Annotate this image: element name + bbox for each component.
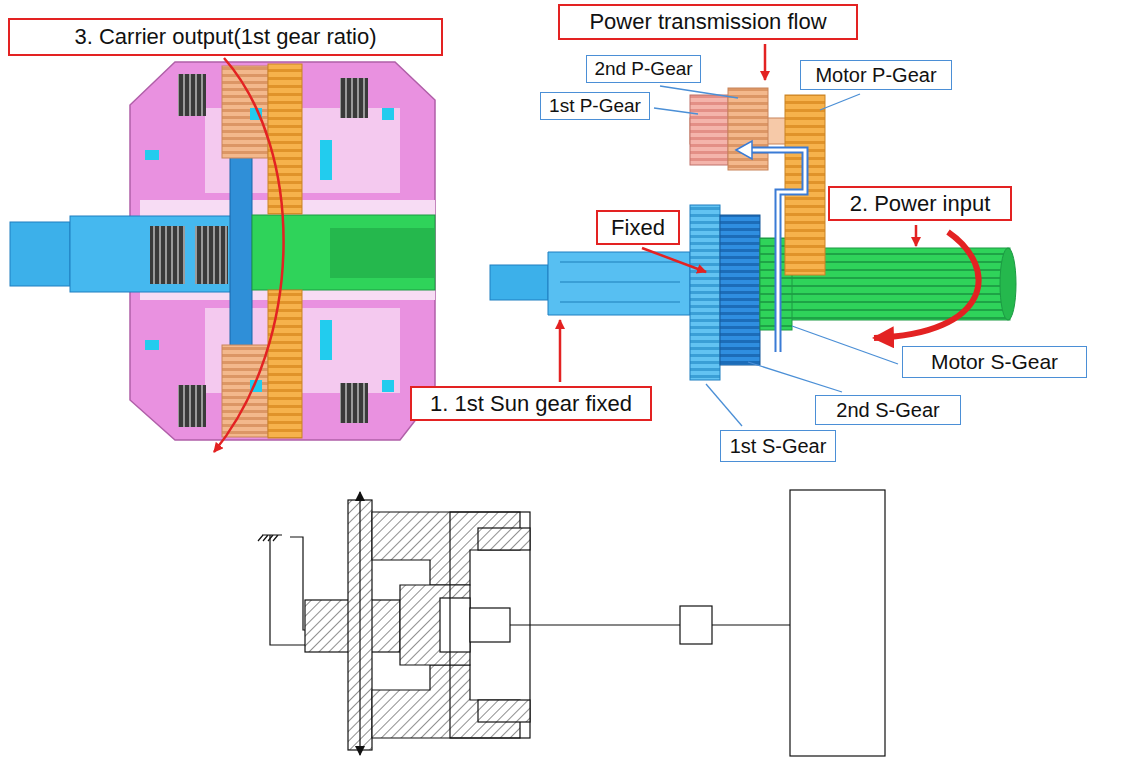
assembly-section-part [195,226,228,284]
schematic-section-part [440,598,470,652]
label-text: 1st S-Gear [730,435,827,458]
callout-box: 3. Carrier output(1st gear ratio) [8,18,443,56]
exploded-view-part [1000,248,1016,320]
exploded-view-part [560,262,680,302]
label-text: 1. 1st Sun gear fixed [430,391,632,416]
part-label-box: 1st P-Gear [540,92,650,120]
assembly-section-part [268,290,302,438]
assembly-section-part [145,150,159,160]
leader-lines-part [642,248,706,272]
schematic-section-part [478,700,530,722]
leader-lines-part [820,94,860,110]
exploded-view-part [736,141,752,159]
label-text: 2. Power input [850,191,991,216]
exploded-view-part [748,150,805,352]
label-text: 2nd S-Gear [836,399,939,422]
part-label-box: Motor P-Gear [800,60,952,90]
exploded-view-part [720,215,760,365]
assembly-section-part [70,216,235,292]
exploded-view-part [490,265,548,300]
assembly-section-part [150,226,185,284]
assembly-section-part [268,64,302,214]
exploded-view-part [548,252,690,315]
part-label-box: 2nd P-Gear [586,55,701,83]
leader-lines-part [706,384,742,426]
exploded-view-part [728,88,768,170]
schematic-section-part [510,624,790,625]
assembly-section-part [10,222,70,286]
part-label-box: Motor S-Gear [902,346,1087,378]
part-label-box: 2nd S-Gear [815,395,961,425]
schematic-section-part [478,528,530,550]
assembly-section [10,58,435,452]
assembly-section-part [320,320,332,360]
exploded-view-part [874,232,979,338]
label-text: 3. Carrier output(1st gear ratio) [74,24,376,49]
assembly-section-part [230,150,252,350]
part-label-box: 1st S-Gear [720,430,836,462]
label-text: 1st P-Gear [549,95,641,117]
leader-lines-part [915,225,918,246]
callout-box: Power transmission flow [558,4,858,40]
leader-lines-part [660,86,738,98]
assembly-section-part [145,340,159,350]
leader-lines-part [559,320,562,382]
assembly-section-part [222,66,268,158]
assembly-section-part [382,108,394,120]
assembly-section-part [252,215,435,290]
label-text: Power transmission flow [589,9,826,34]
assembly-section-part [214,58,284,452]
assembly-section-part [340,383,368,423]
schematic-section-part [680,606,712,644]
leader-lines-part [748,362,842,392]
assembly-section-part [320,140,332,180]
label-text: Motor P-Gear [815,64,936,87]
assembly-section-part [330,228,435,278]
schematic-section-part [470,608,510,642]
schematic-section-part [790,490,885,756]
schematic-section [258,490,885,756]
label-text: Fixed [611,215,665,240]
leader-lines-part [792,326,898,364]
assembly-section-part [340,78,368,118]
exploded-view-part [748,150,805,352]
assembly-section-part [178,385,206,427]
assembly-section-part [382,380,394,392]
label-text: Motor S-Gear [931,350,1058,374]
callout-box: 2. Power input [828,186,1012,221]
leader-lines-part [764,44,767,80]
schematic-section-part [359,492,360,755]
exploded-view-part [690,205,720,380]
schematic-section-part [400,585,470,665]
exploded-view-part [690,95,728,165]
assembly-section-part [222,345,268,437]
label-text: 2nd P-Gear [594,58,692,80]
leader-lines-part [654,108,698,114]
callout-box: 1. 1st Sun gear fixed [410,386,652,421]
exploded-view [490,88,1016,380]
callout-box: Fixed [596,210,680,245]
schematic-section-part [270,535,305,645]
assembly-section-part [178,74,206,116]
